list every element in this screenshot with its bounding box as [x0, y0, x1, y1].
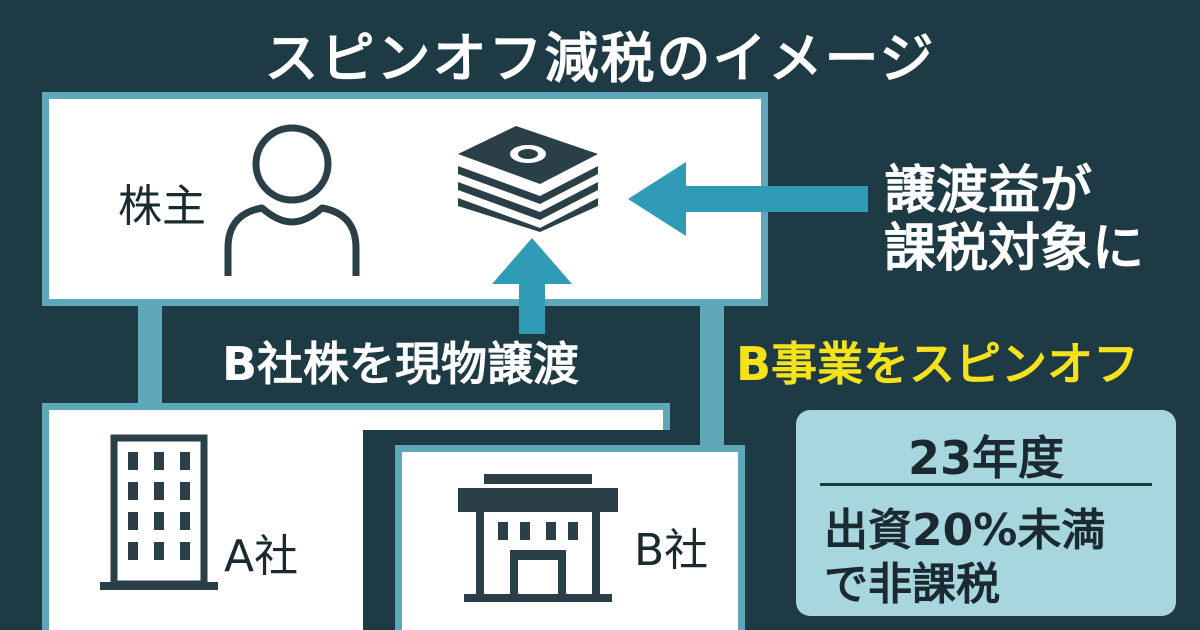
note-year: 23年度	[907, 431, 1064, 485]
person-icon	[224, 124, 360, 276]
company-a-label: A社	[224, 531, 299, 582]
note-box	[796, 410, 1176, 616]
arrow-left-icon	[628, 162, 868, 236]
store-building-icon	[458, 474, 618, 602]
tax-note-line2: 課税対象に	[884, 219, 1145, 279]
transfer-label: B社株を現物譲渡	[222, 337, 580, 391]
tax-note-line1: 譲渡益が	[884, 161, 1093, 221]
spinoff-label: B事業をスピンオフ	[736, 337, 1140, 391]
company-b-label: B社	[634, 525, 709, 576]
shareholder-label: 株主	[118, 181, 206, 232]
money-stack-icon	[458, 126, 598, 232]
connector-shareholder-a	[138, 300, 162, 406]
connector-shareholder-b	[700, 300, 724, 448]
page-title: スピンオフ減税のイメージ	[264, 27, 936, 90]
arrow-up-icon	[492, 238, 572, 334]
note-line1: 出資20%未満	[824, 505, 1106, 556]
note-divider	[820, 483, 1152, 486]
office-building-icon	[100, 434, 218, 590]
note-line2: で非課税	[824, 559, 1000, 610]
